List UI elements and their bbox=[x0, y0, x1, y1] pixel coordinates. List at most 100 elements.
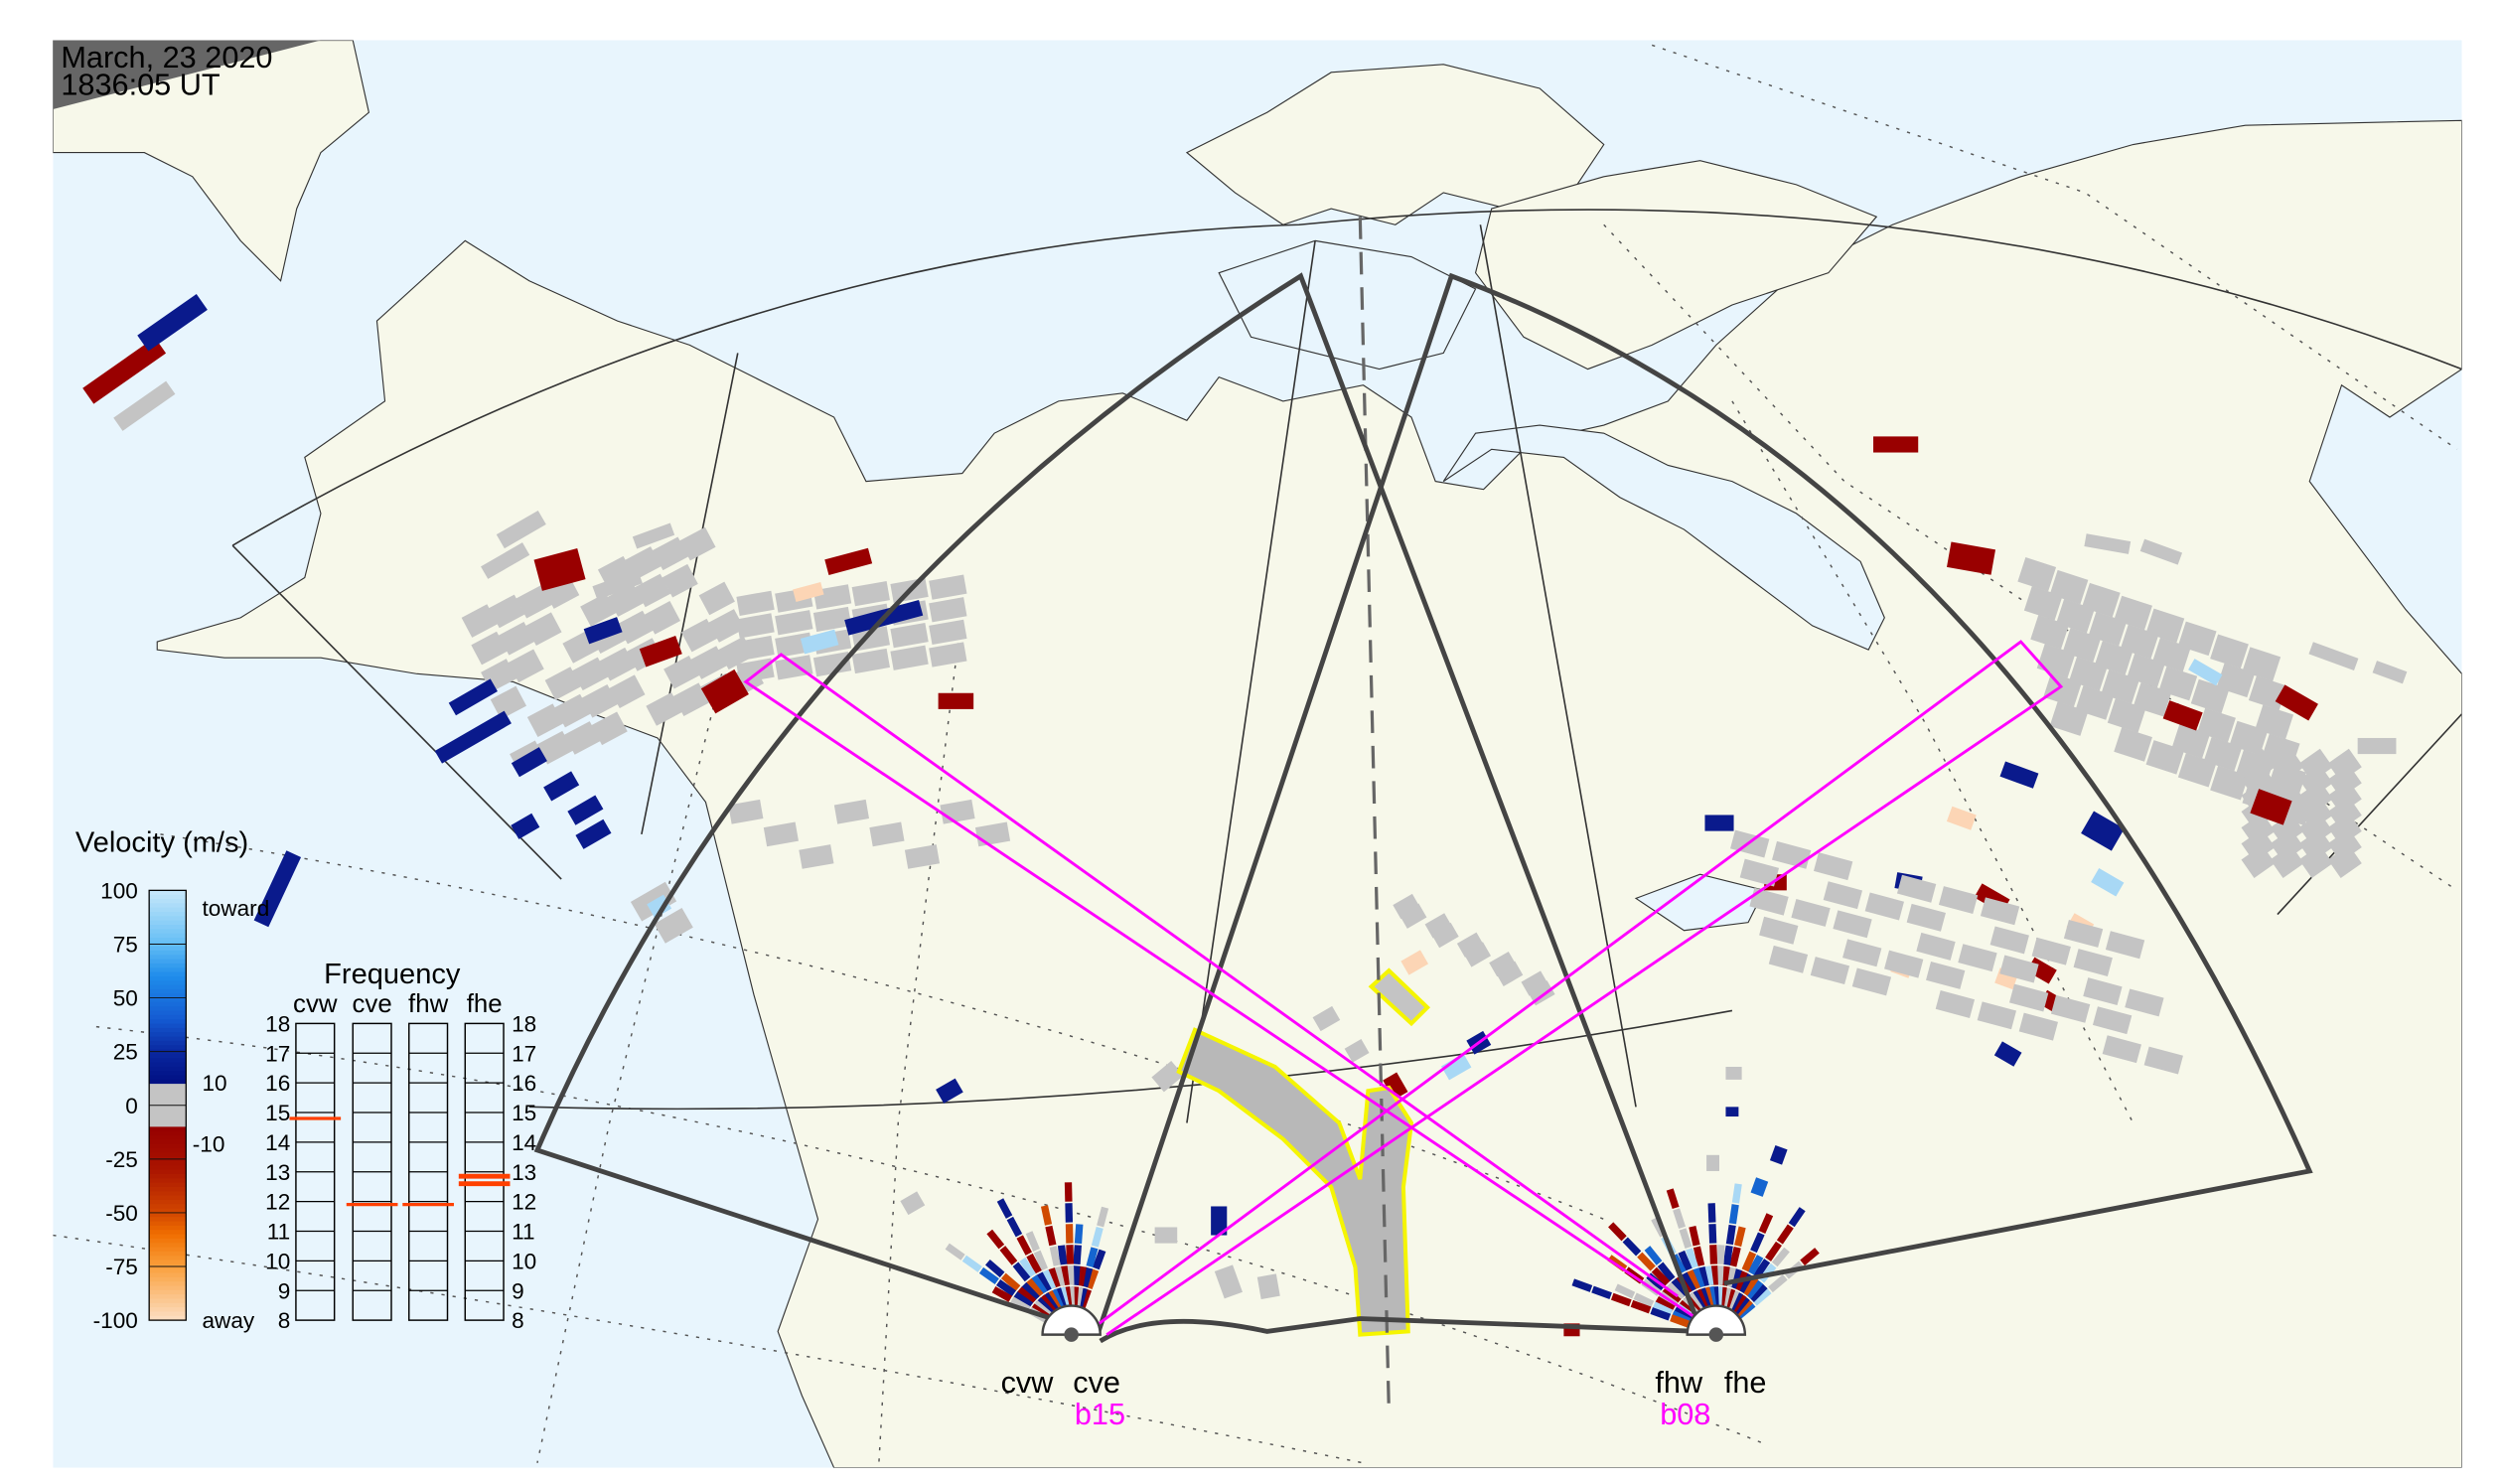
colorbar-segment bbox=[149, 1143, 187, 1149]
range-cell bbox=[1670, 1314, 1691, 1328]
velocity-scatter bbox=[82, 293, 2408, 1337]
colorbar-tick-label: -25 bbox=[105, 1147, 138, 1172]
colorbar-segment bbox=[149, 1294, 187, 1299]
colorbar-segment bbox=[149, 1019, 187, 1025]
range-cell bbox=[1065, 1203, 1074, 1223]
range-cell bbox=[1211, 1206, 1228, 1236]
range-cell bbox=[1651, 1266, 1671, 1286]
range-cell bbox=[572, 657, 609, 691]
range-cell bbox=[1622, 1237, 1642, 1257]
range-cell bbox=[800, 629, 839, 655]
range-cell bbox=[1935, 990, 1976, 1018]
range-cell bbox=[1214, 1264, 1243, 1299]
range-cell bbox=[1980, 897, 2020, 926]
range-cell bbox=[698, 581, 735, 616]
range-cell bbox=[1016, 1235, 1033, 1256]
radar-site-fh[interactable] bbox=[1686, 1304, 1747, 1342]
range-cell bbox=[2357, 737, 2397, 755]
range-cell bbox=[1745, 1279, 1764, 1299]
range-cell bbox=[2125, 988, 2164, 1017]
colorbar-segment bbox=[149, 1230, 187, 1236]
colorbar-segment bbox=[149, 1302, 187, 1308]
range-cell bbox=[900, 1191, 926, 1216]
range-cell bbox=[1440, 1053, 1472, 1081]
range-cell bbox=[1614, 1283, 1636, 1299]
range-cell bbox=[1344, 1039, 1370, 1063]
range-cell bbox=[1741, 1251, 1757, 1272]
range-cell bbox=[1734, 1226, 1746, 1248]
range-cell bbox=[1637, 1252, 1656, 1271]
range-cell bbox=[581, 684, 619, 718]
colorbar-segment bbox=[149, 1097, 187, 1102]
range-cell bbox=[511, 747, 547, 778]
range-cell bbox=[1768, 1274, 1788, 1293]
colorbar-segment bbox=[149, 1079, 187, 1085]
range-cell bbox=[1521, 970, 1549, 996]
colorbar-segment bbox=[149, 1315, 187, 1321]
range-cell bbox=[1791, 899, 1831, 927]
frequency-tick-left: 11 bbox=[267, 1220, 290, 1245]
range-cell bbox=[2114, 595, 2152, 631]
range-cell bbox=[904, 844, 941, 869]
range-cell bbox=[2241, 844, 2276, 878]
colorbar-segment bbox=[149, 890, 187, 896]
range-cell bbox=[1086, 1247, 1099, 1267]
range-cell bbox=[1019, 1257, 1036, 1278]
radar-site-cv[interactable] bbox=[1041, 1304, 1102, 1342]
range-cell bbox=[1916, 932, 1956, 961]
range-cell bbox=[978, 1266, 999, 1285]
range-cell bbox=[2372, 661, 2408, 684]
colorbar-segment bbox=[149, 1186, 187, 1192]
range-cell bbox=[1608, 1222, 1627, 1242]
range-cell bbox=[1681, 1271, 1696, 1293]
range-cell bbox=[1728, 1204, 1739, 1225]
colorbar-segment bbox=[149, 1307, 187, 1312]
colorbar-segment bbox=[149, 1221, 187, 1227]
range-cell bbox=[1073, 1245, 1082, 1265]
colorbar-tick-label: -100 bbox=[93, 1308, 138, 1333]
range-cell bbox=[1047, 1267, 1061, 1288]
colorbar-tick-label: -50 bbox=[105, 1201, 138, 1226]
range-cell bbox=[775, 655, 813, 680]
colorbar-segment bbox=[149, 1225, 187, 1231]
range-cell bbox=[137, 293, 208, 352]
range-cell bbox=[1765, 1241, 1782, 1261]
range-cell bbox=[1049, 1246, 1061, 1266]
range-cell bbox=[2084, 533, 2132, 554]
range-cell bbox=[609, 674, 646, 708]
range-cell bbox=[1431, 922, 1459, 949]
legend-title: Velocity (m/s) bbox=[75, 827, 248, 859]
range-cell bbox=[654, 908, 693, 944]
colorbar-segment bbox=[149, 903, 187, 909]
range-cell bbox=[82, 337, 167, 404]
colorbar-tick-label: 75 bbox=[113, 933, 138, 958]
colorbar-segment bbox=[149, 1178, 187, 1184]
range-cell bbox=[1739, 858, 1780, 887]
range-cell bbox=[929, 619, 967, 646]
range-cell bbox=[1670, 1277, 1689, 1298]
range-cell bbox=[646, 692, 682, 726]
colorbar-segment bbox=[149, 1268, 187, 1273]
arctic-channel bbox=[1218, 239, 1477, 371]
range-cell bbox=[1312, 1005, 1341, 1032]
frequency-tick-left: 9 bbox=[278, 1278, 291, 1303]
range-cell bbox=[833, 799, 870, 824]
range-cell bbox=[1851, 967, 1892, 996]
frequency-tick-left: 17 bbox=[265, 1041, 290, 1066]
range-cell bbox=[543, 771, 580, 802]
frequency-tick-right: 11 bbox=[512, 1220, 534, 1245]
range-cell bbox=[2114, 727, 2152, 762]
range-cell bbox=[1750, 1177, 1769, 1197]
frequency-tick-right: 15 bbox=[512, 1101, 536, 1125]
range-cell bbox=[113, 380, 176, 431]
range-cell bbox=[793, 582, 824, 603]
range-cell bbox=[1673, 1208, 1687, 1230]
range-cell bbox=[1993, 1041, 2022, 1067]
colorbar-segment bbox=[149, 997, 187, 1003]
range-cell bbox=[1725, 1107, 1739, 1117]
range-cell bbox=[1776, 1224, 1794, 1245]
range-cell bbox=[1864, 892, 1904, 921]
range-cell bbox=[736, 590, 775, 616]
